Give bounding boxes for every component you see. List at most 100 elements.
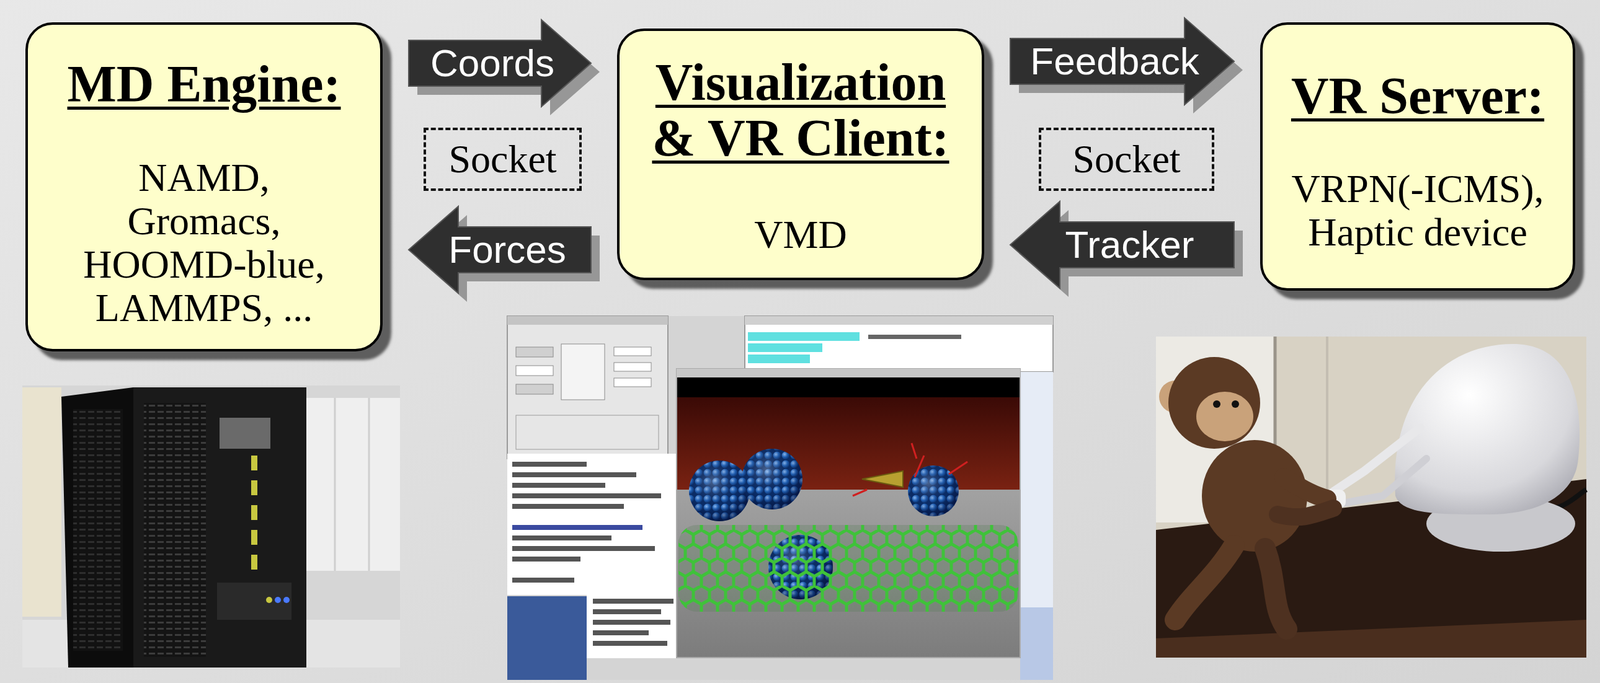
text-line bbox=[512, 504, 624, 510]
button bbox=[515, 347, 554, 358]
text-line bbox=[512, 577, 575, 583]
desktop-wallpaper bbox=[507, 596, 587, 681]
status-light bbox=[266, 597, 273, 604]
status-light bbox=[274, 597, 281, 604]
photo-room bbox=[22, 385, 400, 668]
monkey-leg bbox=[1265, 548, 1287, 630]
arrow-label: Feedback bbox=[1030, 39, 1199, 84]
rack-tag bbox=[251, 530, 258, 546]
monkey-face bbox=[1196, 391, 1254, 442]
monkey-eye bbox=[1231, 400, 1240, 409]
haptic-photo bbox=[1155, 336, 1587, 658]
process-box: VR Server: VRPN(-ICMS), Haptic device bbox=[1260, 22, 1576, 291]
block-arrow bbox=[1010, 17, 1243, 114]
field bbox=[613, 347, 652, 356]
monkey-body bbox=[1201, 440, 1308, 552]
desk-edge bbox=[1155, 620, 1587, 658]
arrow-body bbox=[1010, 201, 1235, 289]
socket-box: Socket bbox=[423, 127, 582, 192]
rack-vents bbox=[143, 403, 206, 658]
server-photo bbox=[22, 385, 400, 668]
rack-tag bbox=[251, 480, 258, 496]
desktop bbox=[507, 316, 1054, 681]
process-box: Visualization & VR Client: VMD bbox=[617, 28, 985, 281]
fullerene bbox=[741, 448, 803, 510]
editor-window bbox=[744, 316, 1054, 373]
tool-window bbox=[507, 316, 668, 459]
rack-side bbox=[61, 387, 134, 668]
socket-box: Socket bbox=[1038, 127, 1215, 192]
background-cabinet bbox=[306, 398, 400, 572]
status-light bbox=[283, 597, 290, 604]
window-titlebar bbox=[676, 368, 1021, 378]
tube-back bbox=[678, 525, 1019, 613]
list bbox=[561, 344, 605, 400]
block-arrow bbox=[408, 19, 600, 116]
fullerene-shade bbox=[688, 460, 750, 522]
box-body: VRPN(-ICMS), Haptic device bbox=[1275, 167, 1561, 255]
text-line bbox=[512, 462, 587, 467]
terminal-lines bbox=[512, 462, 674, 647]
monkey-head bbox=[1168, 357, 1261, 449]
block-arrow bbox=[408, 206, 600, 303]
scene-sky bbox=[677, 377, 1020, 398]
tube-lattice bbox=[678, 525, 1019, 613]
field bbox=[613, 378, 652, 387]
rack-display bbox=[219, 417, 271, 449]
cabinet-seam bbox=[334, 398, 337, 572]
monkey-leg bbox=[1175, 545, 1235, 621]
nanotube bbox=[678, 525, 1019, 613]
text-line bbox=[512, 493, 662, 499]
block-arrow bbox=[1010, 201, 1243, 298]
monkey-arm bbox=[1283, 477, 1328, 500]
button bbox=[515, 384, 554, 395]
monkey-arm bbox=[1277, 508, 1334, 518]
arrow-body bbox=[1010, 17, 1235, 105]
desktop-strip bbox=[1020, 607, 1054, 681]
rack-tag bbox=[251, 505, 258, 521]
socket-label: Socket bbox=[448, 137, 557, 182]
device-arm bbox=[1333, 458, 1427, 506]
rack-vents bbox=[73, 409, 123, 652]
text-line bbox=[512, 472, 637, 478]
text-line bbox=[512, 556, 581, 562]
vmd-screenshot bbox=[507, 316, 1054, 681]
text-line bbox=[868, 334, 962, 340]
text-line bbox=[592, 599, 674, 605]
box-title: MD Engine: bbox=[67, 56, 342, 113]
arrow-label: Coords bbox=[430, 41, 555, 85]
arrow-label: Tracker bbox=[1065, 223, 1195, 267]
side-cabinet bbox=[22, 387, 62, 618]
text-line bbox=[512, 525, 643, 531]
code-highlight bbox=[747, 343, 823, 353]
device-arm bbox=[1327, 427, 1421, 497]
text-line bbox=[592, 630, 649, 636]
text-line bbox=[512, 535, 612, 541]
cabinet-seam bbox=[368, 398, 371, 572]
socket-label: Socket bbox=[1072, 137, 1181, 182]
code-highlight bbox=[747, 354, 810, 364]
code-highlight bbox=[747, 332, 860, 342]
text-line bbox=[592, 609, 662, 615]
box-body: NAMD, Gromacs, HOOMD-blue, LAMMPS, ... bbox=[67, 156, 341, 330]
photo-wall bbox=[1155, 336, 1587, 658]
text-line bbox=[512, 546, 655, 552]
monkey-eye bbox=[1213, 400, 1221, 409]
arrow-body bbox=[408, 206, 592, 294]
arrow-body bbox=[408, 19, 592, 107]
force-arrow bbox=[911, 443, 917, 459]
force-arrow bbox=[852, 489, 867, 497]
force-arrow bbox=[948, 462, 968, 475]
rack-front bbox=[133, 387, 307, 668]
box-title: Visualization & VR Client: bbox=[639, 54, 962, 167]
box-title: VR Server: bbox=[1291, 68, 1545, 125]
fullerene bbox=[688, 460, 750, 522]
rack-panel bbox=[217, 582, 292, 621]
field bbox=[515, 365, 554, 376]
process-box: MD Engine: NAMD, Gromacs, HOOMD-blue, LAM… bbox=[25, 22, 383, 352]
box-body: VMD bbox=[754, 213, 847, 257]
text-line bbox=[512, 483, 606, 489]
